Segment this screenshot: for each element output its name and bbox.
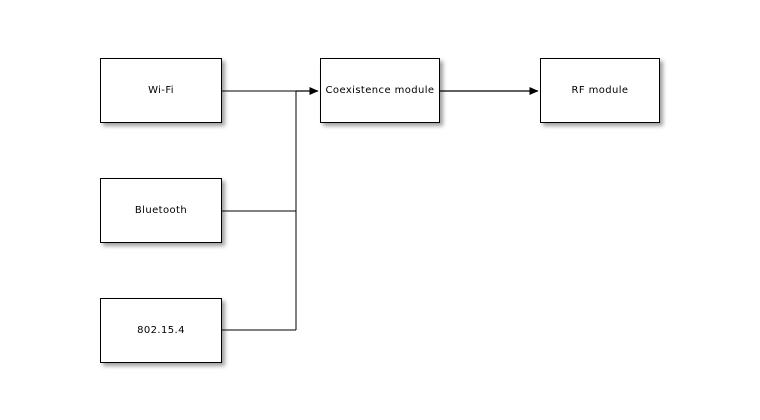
node-rf-module-label: RF module [571,84,629,96]
node-802-15-4-label: 802.15.4 [137,324,185,336]
node-bluetooth[interactable]: Bluetooth [100,178,222,243]
node-wifi[interactable]: Wi-Fi [100,58,222,123]
node-wifi-label: Wi-Fi [148,84,174,96]
node-bluetooth-label: Bluetooth [134,204,188,216]
node-coexistence-module-label: Coexistence module [325,84,435,96]
node-802-15-4[interactable]: 802.15.4 [100,298,222,363]
node-coexistence-module[interactable]: Coexistence module [320,58,440,123]
node-rf-module[interactable]: RF module [540,58,660,123]
